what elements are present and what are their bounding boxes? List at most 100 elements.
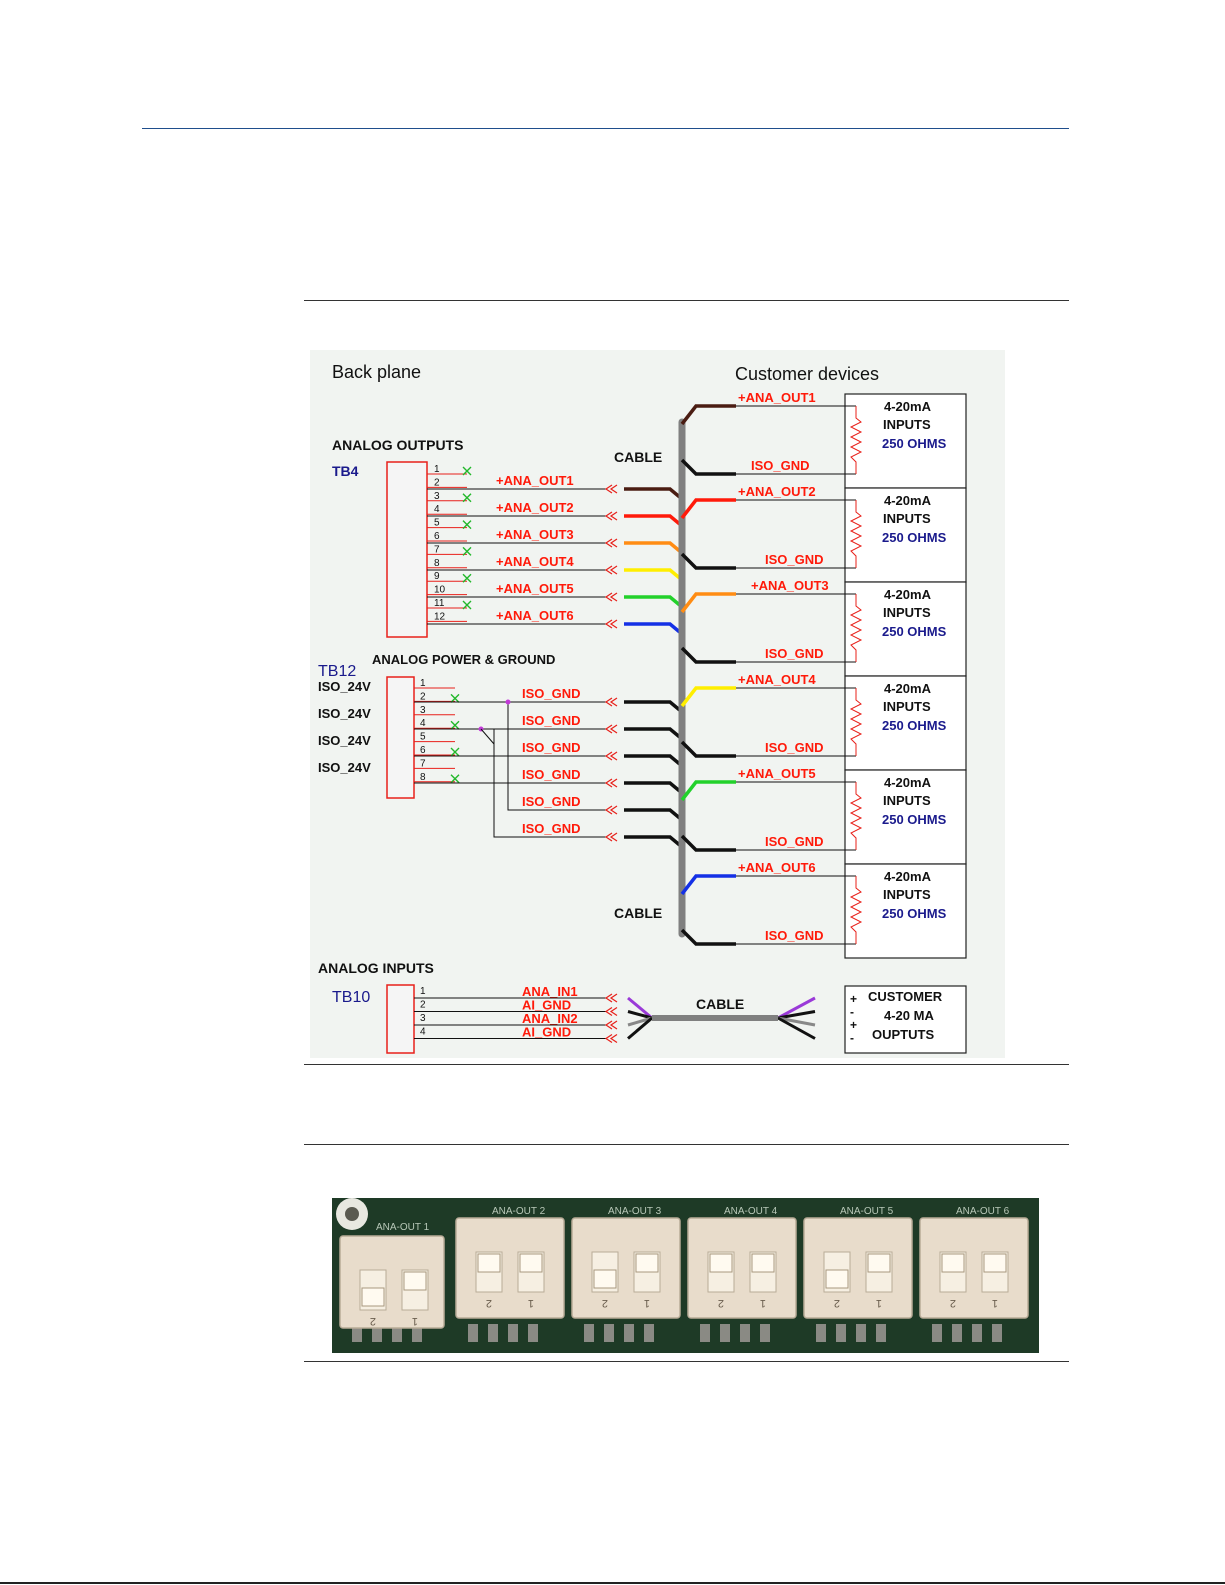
device-range-label: 4-20mA — [884, 493, 932, 508]
analog-outputs-heading: ANALOG OUTPUTS — [332, 437, 463, 453]
tb10-block — [386, 984, 415, 1054]
switch-pin — [760, 1324, 770, 1342]
no-connect-mark — [462, 573, 472, 583]
resistor-symbol — [849, 782, 863, 850]
device-ohms-label: 250 OHMS — [882, 718, 947, 733]
dip-switch-body — [803, 1217, 913, 1319]
gnd-signal-label: ISO_GND — [522, 686, 581, 701]
tb4-pin-number: 3 — [434, 491, 440, 502]
resistor-symbol — [849, 406, 863, 474]
input-fanout-wire — [777, 1010, 816, 1020]
colored-cable-wire — [624, 514, 684, 528]
switch-pin — [816, 1324, 826, 1342]
dip-switch-body — [687, 1217, 797, 1319]
colored-cable-wire — [624, 568, 684, 582]
input-fanout-wire — [777, 996, 816, 1020]
device-inputs-label: INPUTS — [883, 605, 931, 620]
customer-device-box — [844, 487, 967, 583]
connector-chevron — [604, 1034, 618, 1043]
switch-toggle — [593, 1269, 617, 1289]
device-gnd-wire — [680, 458, 736, 476]
connector-chevron — [604, 805, 618, 815]
device-signal-wire — [680, 780, 736, 802]
customer-device-box — [844, 675, 967, 771]
no-connect-mark — [462, 466, 472, 476]
analog-inputs-heading: ANALOG INPUTS — [318, 960, 434, 976]
switch-silkscreen-label: ANA-OUT 5 — [840, 1206, 894, 1217]
photo-top-rule — [304, 1144, 1069, 1145]
switch-number: 2 — [950, 1297, 956, 1309]
gnd-signal-label: ISO_GND — [522, 821, 581, 836]
gnd-signal-label: ISO_GND — [522, 794, 581, 809]
connector-chevron — [604, 993, 618, 1003]
polarity-mark: - — [850, 1031, 854, 1045]
tb10-signal-label: ANA_IN2 — [522, 1011, 578, 1026]
device-ohms-label: 250 OHMS — [882, 624, 947, 639]
polarity-mark: + — [850, 1018, 857, 1032]
switch-number: 1 — [644, 1297, 650, 1309]
iso-24v-label: ISO_24V — [318, 706, 371, 721]
cable-label-top: CABLE — [614, 449, 662, 465]
connector-chevron — [604, 1020, 618, 1030]
device-range-label: 4-20mA — [884, 399, 932, 414]
tb4-pin-number: 11 — [434, 598, 445, 609]
customer-device-box — [844, 581, 967, 677]
iso-24v-label: ISO_24V — [318, 760, 371, 775]
jumper-link — [480, 728, 495, 745]
switch-silkscreen-label: ANA-OUT 3 — [608, 1206, 662, 1217]
switch-number: 2 — [370, 1315, 376, 1327]
switch-silkscreen-label: ANA-OUT 6 — [956, 1206, 1010, 1217]
polarity-mark: + — [850, 992, 857, 1006]
connector-chevron — [604, 538, 618, 548]
device-inputs-label: INPUTS — [883, 793, 931, 808]
device-gnd-wire — [680, 646, 736, 664]
connector-chevron — [604, 1007, 618, 1016]
customer-output-box — [844, 985, 967, 1054]
device-gnd-label: ISO_GND — [765, 928, 824, 943]
no-connect-mark — [450, 693, 460, 703]
switch-toggle — [403, 1271, 427, 1291]
customer-device-box — [844, 393, 967, 489]
switch-number: 1 — [412, 1315, 418, 1327]
tb4-signal-label: +ANA_OUT5 — [496, 581, 574, 596]
power-ground-heading: ANALOG POWER & GROUND — [372, 652, 555, 667]
connector-chevron — [604, 751, 618, 761]
tb4-signal-label: +ANA_OUT3 — [496, 527, 574, 542]
resistor-symbol — [849, 500, 863, 568]
switch-pin — [392, 1324, 402, 1342]
tb4-pin-number: 9 — [434, 571, 440, 582]
device-ohms-label: 250 OHMS — [882, 812, 947, 827]
switch-pin — [836, 1324, 846, 1342]
switch-pin — [468, 1324, 478, 1342]
no-connect-mark — [450, 774, 460, 784]
device-inputs-label: INPUTS — [883, 511, 931, 526]
gnd-jumper-wire — [507, 702, 606, 811]
tb12-pin-number: 5 — [420, 732, 426, 743]
customer-device-box — [844, 769, 967, 865]
switch-pin — [508, 1324, 518, 1342]
switch-pin — [952, 1324, 962, 1342]
colored-cable-wire — [624, 487, 684, 501]
switch-silkscreen-label: ANA-OUT 1 — [376, 1222, 430, 1233]
switch-pin — [700, 1324, 710, 1342]
dip-switch-body — [571, 1217, 681, 1319]
resistor-symbol — [849, 688, 863, 756]
device-gnd-label: ISO_GND — [765, 834, 824, 849]
tb10-signal-label: AI_GND — [522, 1025, 571, 1040]
black-cable-wire — [624, 754, 684, 768]
switch-pin — [604, 1324, 614, 1342]
switch-toggle — [941, 1253, 965, 1273]
connector-chevron — [604, 832, 618, 842]
input-fanout-wire — [627, 1010, 653, 1020]
switch-number: 2 — [486, 1297, 492, 1309]
tb4-pin-number: 5 — [434, 518, 440, 529]
tb12-pin-number: 8 — [420, 772, 426, 783]
switch-pin — [488, 1324, 498, 1342]
switch-pin — [720, 1324, 730, 1342]
tb4-signal-label: +ANA_OUT6 — [496, 608, 574, 623]
tb4-label: TB4 — [332, 463, 359, 479]
switch-silkscreen-label: ANA-OUT 4 — [724, 1206, 778, 1217]
header-rule — [142, 128, 1069, 129]
input-fanout-wire — [627, 996, 653, 1020]
